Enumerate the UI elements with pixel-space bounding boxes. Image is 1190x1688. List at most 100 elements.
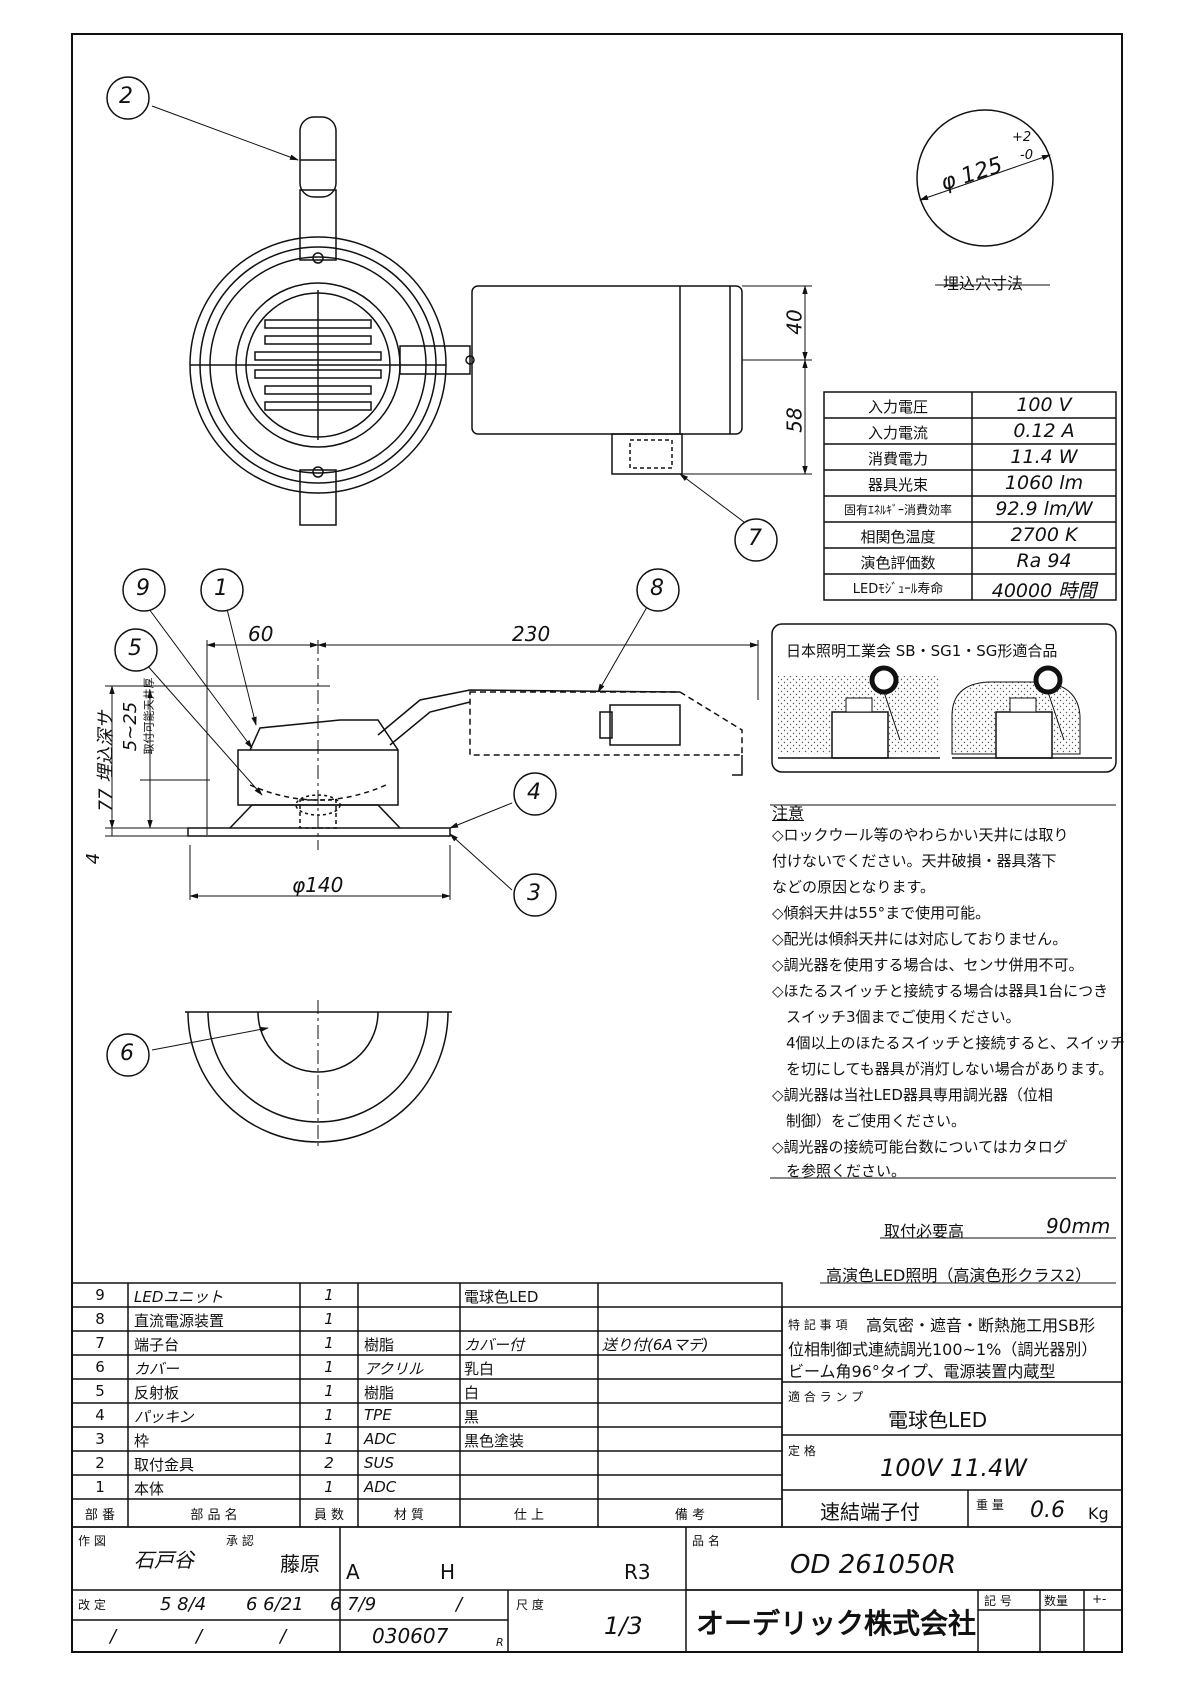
part-finish: 乳白 xyxy=(464,1360,495,1378)
note-line: ◇調光器は当社LED器具専用調光器（位相 xyxy=(772,1086,1053,1104)
weight-unit: Kg xyxy=(1088,1504,1109,1523)
dim-embed-depth: 77 埋込深サ xyxy=(95,710,117,812)
part-no: 5 xyxy=(95,1382,105,1400)
drawing-suffix: R xyxy=(496,1636,504,1649)
rev-date: 5 8/4 xyxy=(160,1594,207,1615)
part-no: 7 xyxy=(95,1334,105,1352)
part-material: 樹脂 xyxy=(364,1384,395,1402)
part-qty: 1 xyxy=(324,1382,334,1400)
spec-table-grid xyxy=(823,391,1117,601)
symbol-label: 記 号 xyxy=(984,1594,1012,1608)
lamp-value: 電球色LED xyxy=(888,1408,988,1432)
cover-view xyxy=(185,1000,452,1150)
spec-label: 器具光束 xyxy=(867,476,928,494)
dim-phi140: φ140 xyxy=(292,873,344,897)
part-qty: 1 xyxy=(324,1478,334,1496)
note-line: を切にしても器具が消灯しない場合があります。 xyxy=(786,1060,1114,1078)
rev-blank: / xyxy=(110,1626,117,1647)
rev-blank: / xyxy=(196,1626,203,1647)
note-line: スイッチ3個までご使用ください。 xyxy=(786,1008,1021,1026)
dim-58: 58 xyxy=(782,407,807,433)
rev-date: 6 7/9 xyxy=(330,1594,377,1615)
part-no: 3 xyxy=(95,1430,105,1448)
mount-height-value: 90mm xyxy=(1046,1214,1111,1238)
part-no: 2 xyxy=(95,1454,105,1472)
spec-value: 0.12 A xyxy=(1013,420,1075,442)
rating-label: 定 格 xyxy=(788,1444,816,1458)
count-label: 数量 xyxy=(1044,1594,1069,1608)
parts-header-name: 部 品 名 xyxy=(190,1508,238,1523)
grade-h: H xyxy=(440,1560,456,1584)
spec-value: Ra 94 xyxy=(1016,550,1072,572)
plus-minus-label: +- xyxy=(1092,1592,1107,1606)
mount-height-label: 取付必要高 xyxy=(884,1222,965,1241)
parts-header-material: 材 質 xyxy=(393,1508,425,1523)
note-line: ◇ほたるスイッチと接続する場合は器具1台につき xyxy=(772,982,1109,1000)
note-line: 付けないでください。天井破損・器具落下 xyxy=(772,852,1057,870)
drawn-label: 作 図 xyxy=(78,1534,106,1548)
dim-4: 4 xyxy=(83,852,105,865)
notes-title: 注意 xyxy=(772,804,805,823)
parts-header-no: 部 番 xyxy=(84,1508,116,1523)
grade-a: A xyxy=(346,1560,360,1584)
drawing-no: 030607 xyxy=(372,1624,449,1648)
callout-circles xyxy=(106,76,778,1077)
product-class: 高演色LED照明（高演色形クラス2） xyxy=(826,1266,1092,1285)
dim-60: 60 xyxy=(248,622,274,646)
part-material: SUS xyxy=(364,1454,395,1472)
part-qty: 1 xyxy=(324,1334,334,1352)
scale-label: 尺 度 xyxy=(516,1598,544,1612)
spec-label: 演色評価数 xyxy=(860,554,936,572)
note-line: を参照ください。 xyxy=(786,1162,907,1180)
callout-7: 7 xyxy=(748,526,762,551)
drawn-by: 石戸谷 xyxy=(134,1548,194,1572)
weight-label: 重 量 xyxy=(976,1498,1004,1512)
approved-by: 藤原 xyxy=(280,1552,320,1576)
part-material: 樹脂 xyxy=(364,1336,395,1354)
part-qty: 2 xyxy=(324,1454,334,1472)
part-qty: 1 xyxy=(324,1430,334,1448)
note-line: 4個以上のほたるスイッチと接続すると、スイッチ xyxy=(786,1034,1125,1052)
scale-value: 1/3 xyxy=(604,1612,643,1640)
note-line: ◇傾斜天井は55°まで使用可能。 xyxy=(772,904,991,922)
spec-value: 1060 lm xyxy=(1004,472,1084,494)
callout-4: 4 xyxy=(527,780,541,805)
special-line-2: 位相制御式連続調光100~1%（調光器別） xyxy=(788,1340,1098,1359)
note-line: 制御）をご使用ください。 xyxy=(786,1112,967,1130)
part-finish: 電球色LED xyxy=(464,1288,539,1306)
side-view xyxy=(187,640,743,850)
part-name: 直流電源装置 xyxy=(134,1312,225,1330)
special-label: 特 記 事 項 xyxy=(788,1318,848,1332)
callout-3: 3 xyxy=(527,881,541,906)
revision-code: R3 xyxy=(624,1560,651,1584)
dim-range-note: 取付可能天井厚 xyxy=(142,677,156,755)
part-material: TPE xyxy=(364,1406,392,1424)
top-view xyxy=(189,116,743,526)
spec-label: LEDﾓｼﾞｭｰﾙ寿命 xyxy=(852,582,944,597)
note-line: ◇ロックウール等のやわらかい天井には取り xyxy=(772,826,1069,844)
part-name: パッキン xyxy=(134,1408,194,1426)
spec-value: 100 V xyxy=(1016,394,1072,416)
note-line: ◇調光器の接続可能台数についてはカタログ xyxy=(772,1138,1068,1156)
spec-label: 入力電流 xyxy=(867,424,928,442)
special-line-1: 高気密・遮音・断熱施工用SB形 xyxy=(866,1316,1096,1335)
lamp-label: 適 合 ラ ン プ xyxy=(788,1390,864,1404)
rev-blank: / xyxy=(280,1626,287,1647)
rating-value: 100V 11.4W xyxy=(880,1454,1028,1482)
dim-range: 5~25 xyxy=(120,701,142,752)
callout-8: 8 xyxy=(650,576,664,601)
callout-2: 2 xyxy=(119,84,133,109)
hole-caption: 埋込穴寸法 xyxy=(943,274,1024,293)
part-no: 8 xyxy=(95,1310,105,1328)
note-line: ◇調光器を使用する場合は、センサ併用不可。 xyxy=(772,956,1084,974)
hole-tol-plus: +2 xyxy=(1012,130,1032,145)
company-name: オーデリック株式会社 xyxy=(696,1607,977,1640)
part-name: 反射板 xyxy=(134,1384,180,1402)
part-material: ADC xyxy=(364,1430,397,1448)
part-no: 4 xyxy=(95,1406,105,1424)
part-finish: 白 xyxy=(464,1384,480,1402)
dim-40: 40 xyxy=(782,309,807,335)
part-name: 端子台 xyxy=(134,1336,180,1354)
part-name: LEDユニット xyxy=(134,1288,224,1306)
